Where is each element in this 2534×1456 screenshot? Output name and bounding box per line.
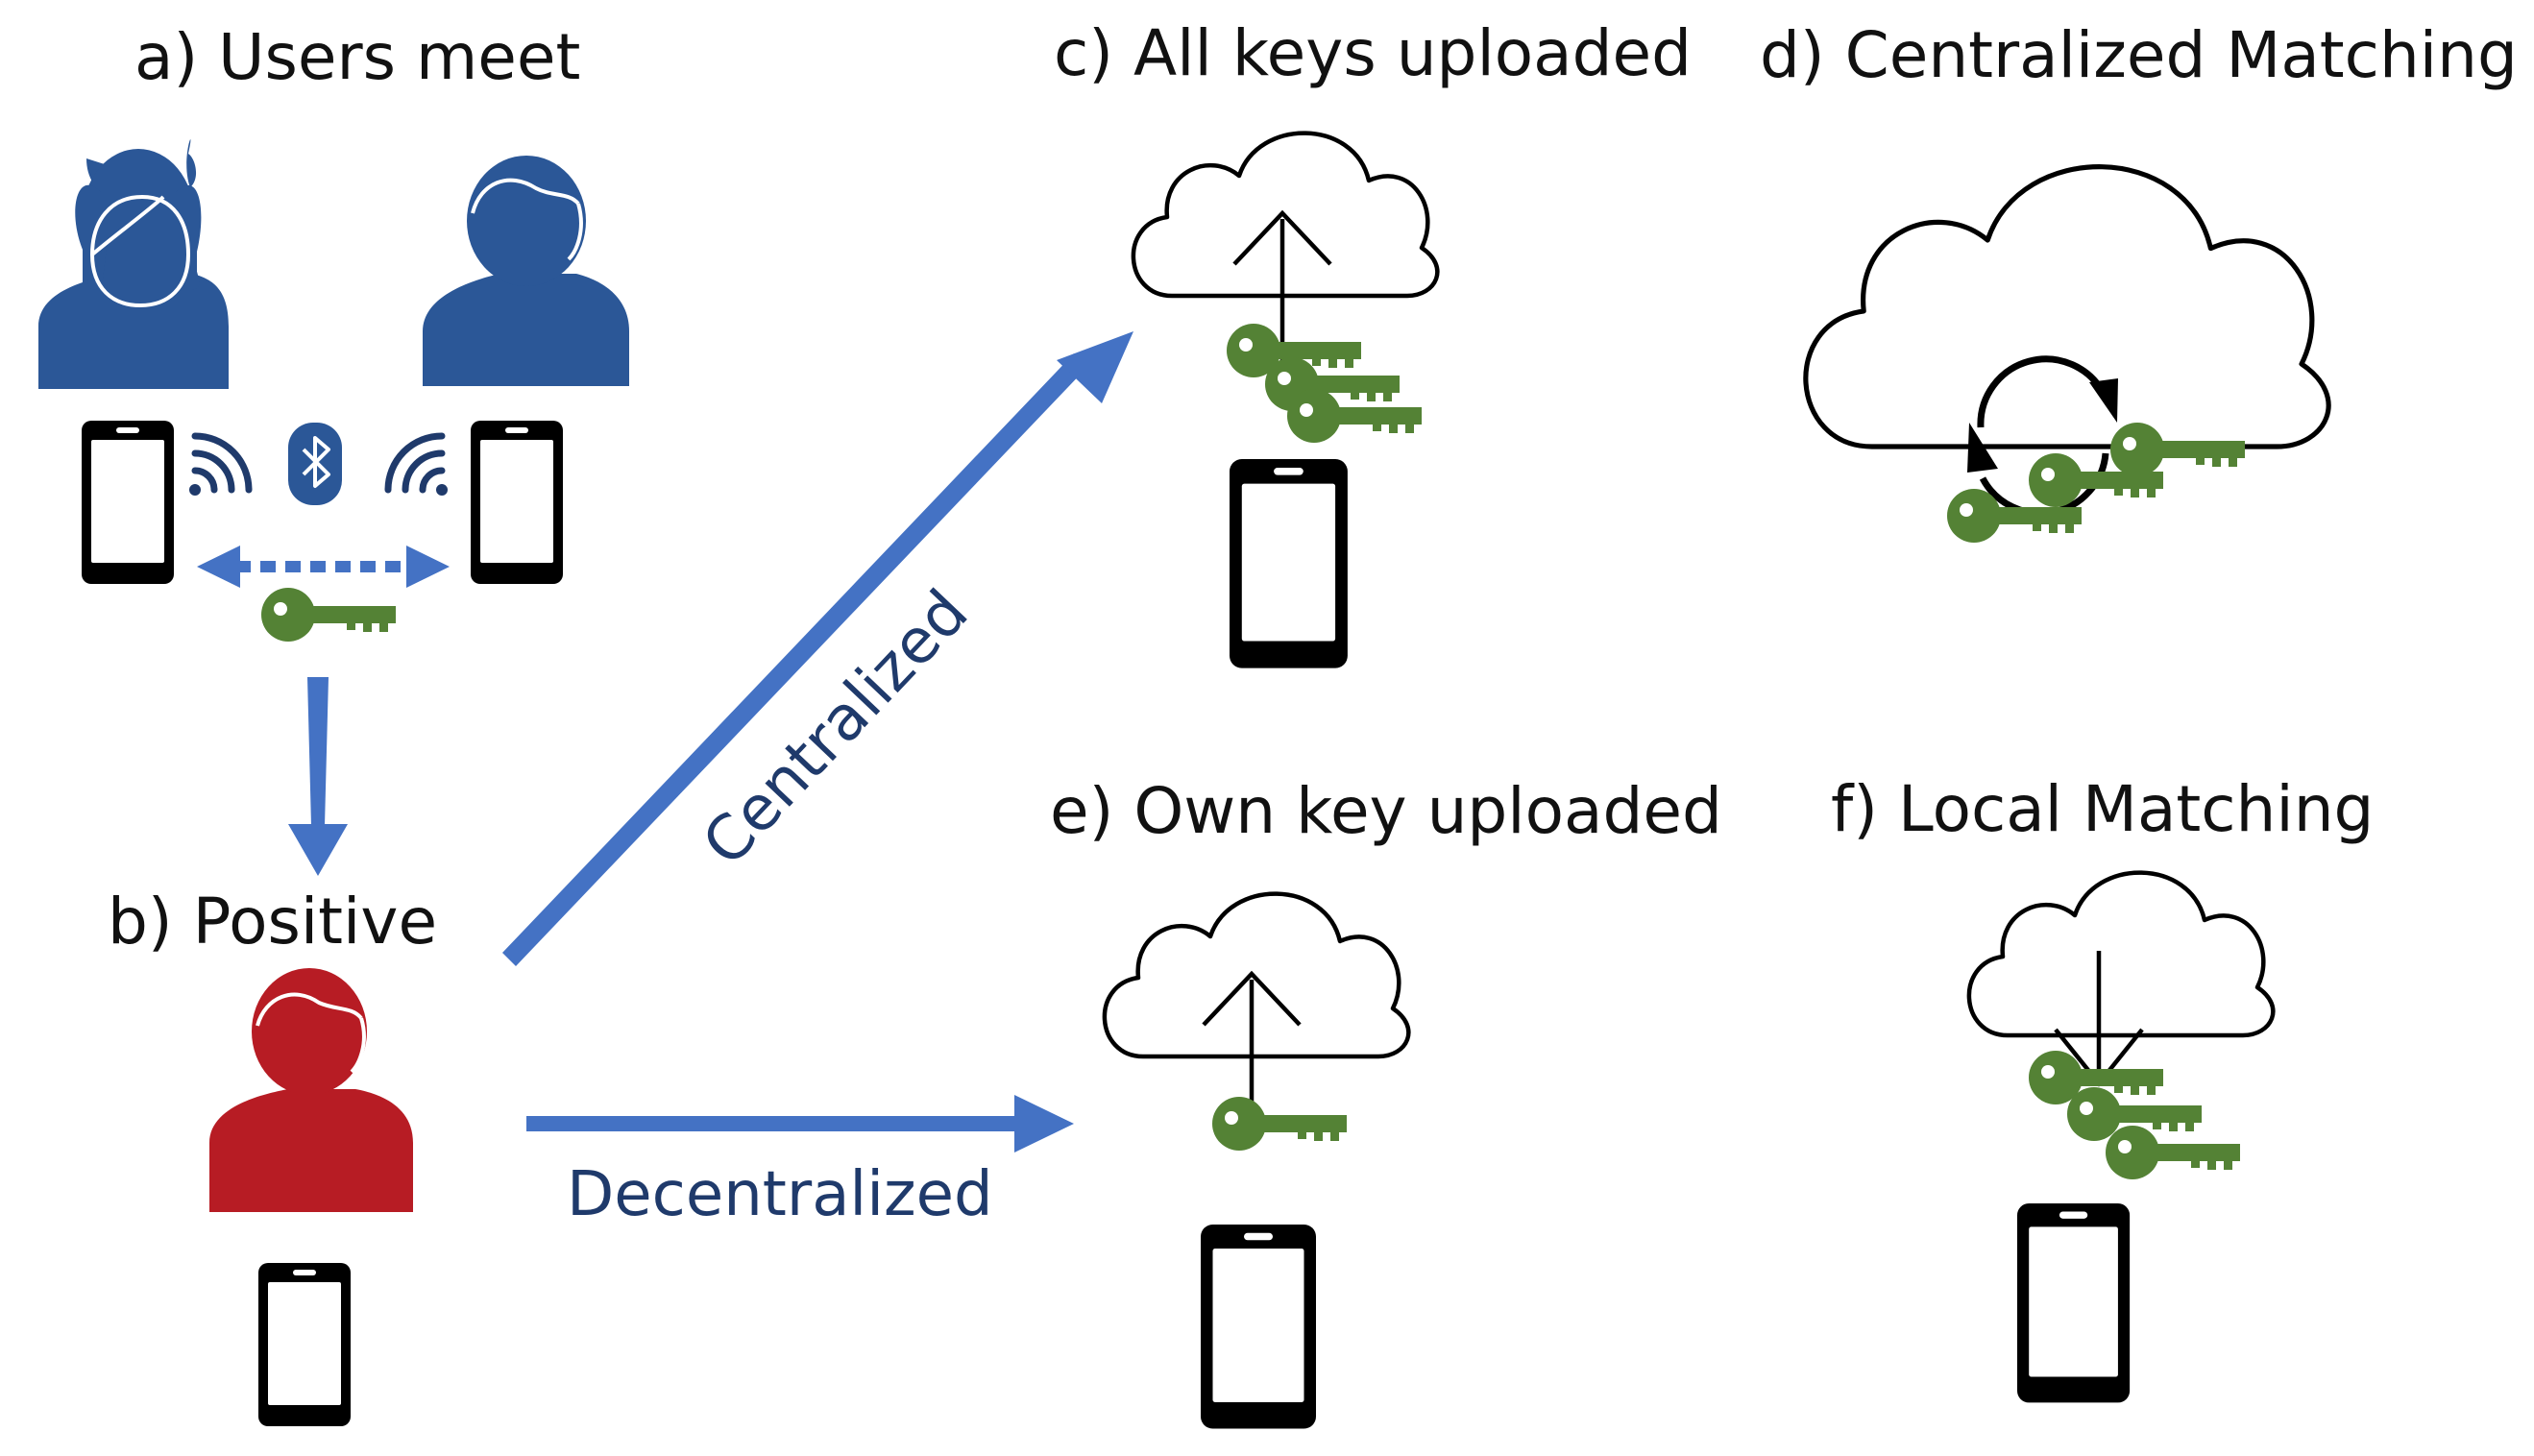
down-arrow [288, 677, 348, 876]
key-icon [261, 588, 396, 642]
positive-user-icon [209, 968, 413, 1212]
phone-icon [1201, 1225, 1316, 1429]
cloud-icon [1969, 873, 2273, 1035]
label-local-matching: f) Local Matching [1831, 772, 2374, 846]
exchange-arrow [197, 546, 450, 588]
phone-icon [471, 421, 563, 584]
label-positive: b) Positive [108, 885, 437, 959]
bluetooth-icon [288, 423, 342, 505]
female-user-icon [38, 139, 229, 389]
decentralized-arrow [526, 1095, 1074, 1153]
upload-arrow [1202, 970, 1302, 1114]
decentralized-flow-label: Decentralized [567, 1159, 993, 1230]
signal-icon [189, 432, 253, 496]
label-all-keys-uploaded: c) All keys uploaded [1054, 16, 1692, 90]
signal-icon [384, 432, 448, 496]
centralized-arrow [502, 331, 1133, 966]
phone-icon [258, 1263, 351, 1426]
label-centralized-matching: d) Centralized Matching [1760, 18, 2518, 92]
phone-icon [2017, 1203, 2131, 1403]
phone-icon [82, 421, 174, 584]
upload-arrow [1232, 209, 1332, 365]
key-icon [1212, 1097, 1347, 1151]
label-own-key-uploaded: e) Own key uploaded [1050, 774, 1722, 848]
cloud-icon [1105, 894, 1408, 1056]
phone-icon [1230, 459, 1348, 668]
male-user-icon [423, 156, 629, 386]
cloud-icon [1803, 164, 2331, 449]
label-users-meet: a) Users meet [134, 20, 580, 94]
key-icon [2106, 1126, 2240, 1179]
